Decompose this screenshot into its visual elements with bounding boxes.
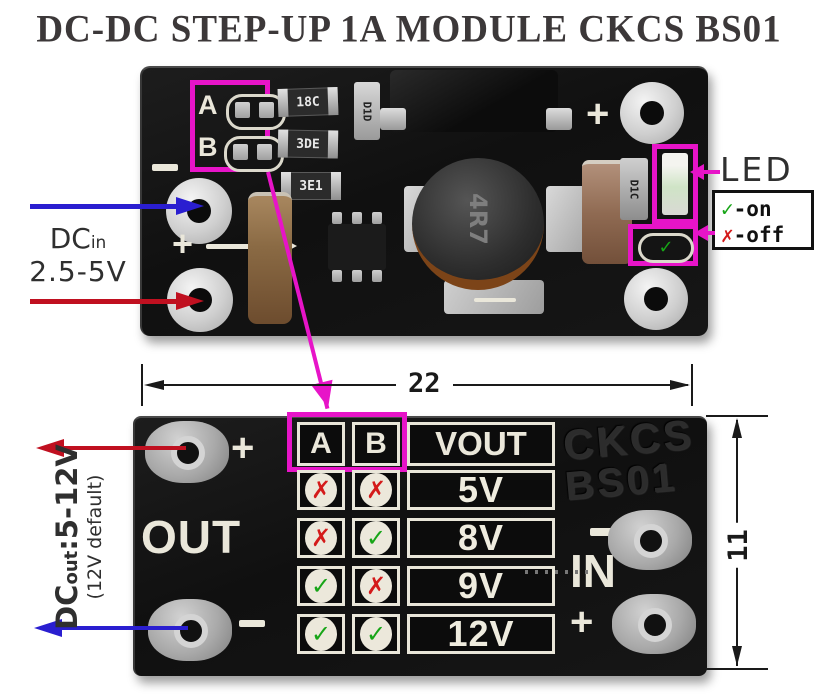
in-plus-mark: +	[570, 600, 594, 644]
bottom-pcb-photo: + OUT A B VOUT ✗ ✗ 5V ✗ ✓ 8V ✓ ✗ 9V ✓ ✓ …	[133, 410, 707, 676]
legend-off-label: -off	[733, 223, 785, 248]
boost-ic	[328, 212, 386, 282]
led-label: LED	[720, 150, 794, 189]
led-jumper-check: ✓	[658, 237, 674, 258]
led-jumper-highlight-box: ✓	[628, 224, 698, 266]
diode-d1d: D1D	[354, 82, 380, 140]
in-plus-pad	[612, 594, 696, 654]
jumper-b-label: B	[198, 132, 218, 162]
in-minus-mark	[590, 528, 618, 536]
table-row3-a: ✓	[297, 566, 345, 606]
jumper-b-pads	[224, 136, 284, 172]
legend-on-label: -on	[733, 197, 772, 221]
dcin-label: DCin 2.5-5V	[29, 222, 127, 288]
table-row4-vout: 12V	[407, 613, 555, 654]
top-plus-left-mark: +	[172, 223, 194, 264]
resistor-r3: 3E1	[281, 172, 341, 200]
legend-off-mark: ✗	[721, 223, 734, 248]
out-minus-pad	[148, 599, 232, 661]
led-component	[662, 153, 688, 215]
table-row4-a: ✓	[297, 614, 345, 654]
dimension-width-value: 22	[396, 368, 453, 399]
led-highlight-box	[652, 144, 698, 224]
table-row2-a: ✗	[297, 518, 345, 558]
page-title: DC-DC STEP-UP 1A MODULE CKCS BS01	[36, 7, 782, 52]
table-row1-b: ✗	[352, 470, 400, 510]
table-row1-vout: 5V	[407, 469, 555, 510]
top-plus-right-mark: +	[586, 92, 610, 136]
diode-pad-left	[380, 108, 406, 130]
capacitor-left	[248, 192, 292, 324]
resistor-r2: 3DE	[277, 129, 339, 159]
power-inductor: 4R7	[412, 158, 544, 290]
led-legend-box: ✓-on ✗-off	[712, 190, 814, 250]
out-plus-pad	[145, 421, 229, 483]
dcout-default-note: (12V default)	[84, 474, 106, 600]
diode-pad-right	[546, 108, 572, 130]
resistor-r1: 18C	[277, 86, 339, 118]
dimension-height-value: 11	[722, 523, 754, 568]
table-row4-b: ✓	[352, 614, 400, 654]
top-minus-mark	[152, 164, 178, 171]
table-header-a: A	[297, 422, 345, 466]
silk-arrow-line	[206, 244, 282, 249]
jumper-a-pads	[226, 94, 286, 130]
top-pcb-photo: + A B 18C 3DE 3E1 D1D	[140, 66, 708, 336]
silk-dash	[474, 298, 516, 302]
legend-on-mark: ✓	[721, 197, 734, 221]
ab-header-highlight-box	[287, 412, 407, 472]
out-minus-mark	[239, 620, 265, 627]
table-row1-a: ✗	[297, 470, 345, 510]
dcout-label: DCout:5-12V (12V default)	[50, 417, 134, 657]
power-diode	[390, 70, 558, 132]
via-dots	[525, 570, 589, 574]
table-row3-b: ✗	[352, 566, 400, 606]
diode-d1c: D1C	[620, 158, 648, 220]
brand-bs01: BS01	[563, 455, 679, 509]
inductor-code: 4R7	[463, 193, 492, 245]
top-right-pad	[620, 82, 684, 144]
table-row2-b: ✓	[352, 518, 400, 558]
in-minus-pad	[608, 510, 692, 570]
table-header-vout: VOUT	[407, 422, 555, 466]
jumper-a-label: A	[198, 90, 218, 120]
table-row2-vout: 8V	[407, 517, 555, 558]
bottom-right-pad	[624, 268, 688, 330]
out-plus-mark: +	[231, 426, 255, 470]
table-header-b: B	[352, 422, 400, 466]
out-label: OUT	[141, 511, 242, 563]
